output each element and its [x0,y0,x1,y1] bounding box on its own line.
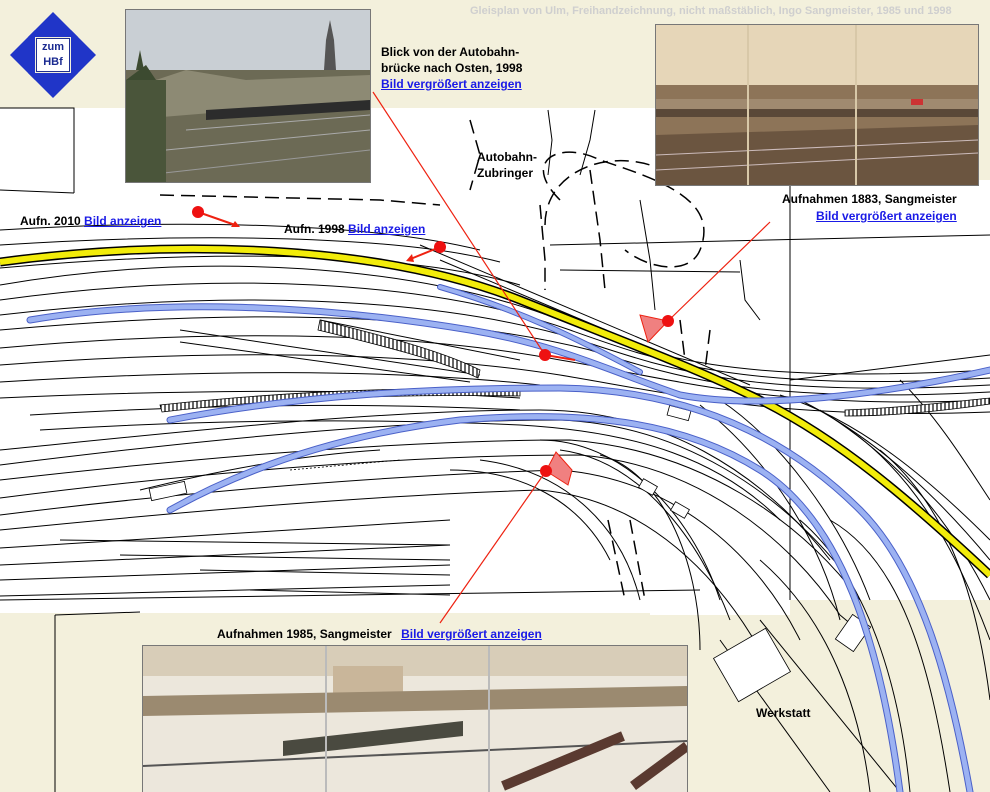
label-blick-autobahn: Blick von der Autobahn- brücke nach Oste… [381,44,522,92]
blue-highlight-lines [26,284,990,792]
label-autobahn-zubringer: Autobahn- Zubringer [477,149,537,181]
label-aufn-2010: Aufn. 2010 Bild anzeigen [20,214,161,228]
nav-label: zum HBf [36,38,70,72]
photo-1883-image [656,25,978,185]
nav-arrows-icon [10,12,96,98]
photo-1883-panorama[interactable] [655,24,979,186]
blick-link[interactable]: Bild vergrößert anzeigen [381,77,522,91]
label-aufn-1985: Aufnahmen 1985, Sangmeister Bild vergröß… [217,627,542,641]
photo-1985-panorama[interactable] [142,645,688,792]
autobahn-line2: Zubringer [477,166,533,180]
label-aufn-1998: Aufn. 1998 Bild anzeigen [284,222,425,236]
blick-line2: brücke nach Osten, 1998 [381,61,523,75]
label-werkstatt: Werkstatt [756,706,811,720]
label-aufn-1883: Aufnahmen 1883, Sangmeister Bild vergröß… [782,191,957,225]
aufn-1998-link[interactable]: Bild anzeigen [348,222,426,236]
photo-viewpoints[interactable] [192,91,771,624]
aufn-1883-link[interactable]: Bild vergrößert anzeigen [816,209,957,223]
photo-1985-image [143,646,687,792]
platforms [148,319,990,703]
aufn-1883-text: Aufnahmen 1883, Sangmeister [782,192,957,206]
aufn-1985-text: Aufnahmen 1985, Sangmeister [217,627,392,641]
aufn-2010-link[interactable]: Bild anzeigen [84,214,162,228]
aufn-1985-link[interactable]: Bild vergrößert anzeigen [401,627,542,641]
photo-1998-east-view[interactable] [125,9,371,183]
nav-to-hbf-button[interactable]: zum HBf [8,10,98,100]
aufn-1998-text: Aufn. 1998 [284,222,345,236]
plan-credit: Gleisplan von Ulm, Freihandzeichnung, ni… [470,5,952,17]
aufn-2010-text: Aufn. 2010 [20,214,81,228]
photo-1998-image [126,10,370,182]
autobahn-line1: Autobahn- [477,150,537,164]
blick-line1: Blick von der Autobahn- [381,45,520,59]
nav-label-line2: HBf [43,56,63,68]
nav-label-line1: zum [42,41,64,53]
